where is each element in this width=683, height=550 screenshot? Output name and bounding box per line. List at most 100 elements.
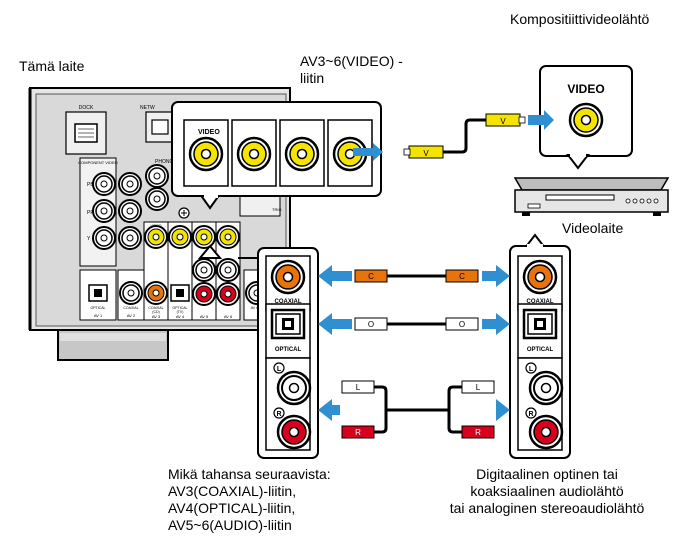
digital-output-line3: tai analoginen stereoaudiolähtö	[449, 500, 645, 516]
digital-output-line1: Digitaalinen optinen tai	[476, 466, 618, 482]
left-coaxial-jack	[270, 259, 306, 295]
av2-jack-3	[118, 226, 142, 250]
any-of-line4: AV5~6(AUDIO)-liitin	[168, 517, 292, 533]
video-device-label: Videolaite	[562, 220, 624, 236]
right-r-jack	[528, 414, 564, 450]
y-label: Y	[87, 236, 91, 242]
pb-label: PB	[87, 182, 94, 188]
av6-r-jack	[216, 282, 240, 306]
av5-r-jack	[192, 282, 216, 306]
pr-label: PR	[87, 210, 94, 216]
coaxial-cable: C C	[354, 269, 479, 283]
av5-l-jack	[192, 258, 216, 282]
component-pr-jack	[92, 199, 116, 223]
video-device	[513, 177, 670, 216]
av6-l-jack	[216, 258, 240, 282]
av2-label: AV 2	[127, 313, 136, 318]
right-l-jack	[528, 370, 564, 406]
left-l-jack	[276, 370, 312, 406]
video-cable: V V	[403, 113, 526, 159]
audio-input-callout: COAXIAL OPTICAL L R	[197, 244, 319, 459]
coax-arrow-right	[482, 265, 510, 287]
right-l-label: L	[529, 366, 534, 373]
source-video-label: VIDEO	[567, 82, 604, 96]
callout-av5-video-jack	[284, 136, 320, 172]
network-label: NETW	[140, 105, 155, 111]
video-jack-callout: VIDEO	[171, 101, 382, 210]
dock-label: DOCK	[79, 105, 94, 111]
analog-arrow-right	[496, 399, 510, 421]
av5-video-jack	[192, 225, 216, 249]
video-arrow-left	[353, 143, 383, 161]
audio-output-callout: COAXIAL OPTICAL L R	[509, 233, 571, 459]
av4-optical-jack	[170, 284, 190, 302]
left-r-jack	[276, 414, 312, 450]
av4-label: AV 4	[176, 314, 185, 319]
phono-label: PHONO	[155, 159, 173, 165]
av4-tv-label: (TV)	[177, 310, 184, 314]
left-optical-label: OPTICAL	[275, 347, 302, 353]
component-y-jack	[92, 226, 116, 250]
av4-optical-label: OPTICAL	[173, 306, 188, 310]
digital-output-line2: koaksiaalinen audiolähtö	[470, 483, 624, 499]
right-coaxial-label: COAXIAL	[527, 299, 554, 305]
left-r-label: R	[276, 411, 281, 418]
plug-o-right: O	[459, 320, 465, 329]
right-coaxial-jack	[522, 259, 558, 295]
left-optical-jack	[270, 308, 306, 340]
coax-arrow-left	[318, 265, 352, 287]
plug-c-left: C	[368, 272, 374, 281]
optical-cable: O O	[354, 317, 479, 331]
av2-jack-2	[118, 199, 142, 223]
av3-coax-label: COAXIAL	[148, 306, 163, 310]
component-label: COMPONENT VIDEO	[78, 160, 118, 165]
analog-arrow-left	[318, 399, 340, 421]
av1-optical-label: OPTICAL	[91, 306, 106, 310]
this-device-label: Tämä laite	[19, 58, 85, 74]
signal-arrows	[318, 265, 510, 421]
callout-av3-video-jack	[188, 136, 224, 172]
av5-label: AV 5	[200, 314, 209, 319]
plug-v-right: V	[500, 117, 506, 126]
composite-video-output-callout: VIDEO	[539, 65, 633, 170]
av1-optical-jack	[88, 284, 108, 302]
stereo-audio-cable: L R L R	[341, 380, 495, 439]
plug-l-right: L	[476, 383, 481, 392]
phono-l-jack	[145, 164, 169, 188]
any-of-line1: Mikä tahansa seuraavista:	[168, 466, 331, 482]
av-video-jack-label-line1: AV3~6(VIDEO) -	[300, 53, 403, 69]
plug-r-left: R	[355, 428, 361, 437]
callout-av4-video-jack	[236, 136, 272, 172]
source-video-jack	[568, 102, 604, 138]
trig-label: TRIG	[272, 207, 282, 212]
av3-label: AV 3	[152, 314, 161, 319]
left-l-label: L	[277, 366, 282, 373]
phono-r-jack	[145, 187, 169, 211]
right-optical-jack	[522, 308, 558, 340]
left-coaxial-label: COAXIAL	[275, 299, 302, 305]
optical-arrow-left	[318, 313, 352, 335]
any-of-line2: AV3(COAXIAL)-liitin,	[168, 483, 297, 499]
av3-video-jack	[144, 225, 168, 249]
composite-output-label: Kompositiittivideolähtö	[510, 11, 650, 27]
callout-video-label: VIDEO	[198, 129, 220, 136]
any-of-line3: AV4(OPTICAL)-liitin,	[168, 500, 296, 516]
plug-c-right: C	[459, 272, 465, 281]
plug-l-left: L	[356, 383, 361, 392]
av6-video-jack	[216, 225, 240, 249]
av2-coax-jack	[119, 281, 143, 305]
av-video-jack-label-line2: liitin	[300, 70, 325, 86]
plug-o-left: O	[368, 320, 374, 329]
av4-video-jack	[168, 225, 192, 249]
right-optical-label: OPTICAL	[527, 347, 554, 353]
optical-arrow-right	[482, 313, 510, 335]
plug-r-right: R	[475, 428, 481, 437]
av1-label: AV 1	[94, 313, 103, 318]
video-arrow-right	[528, 110, 554, 130]
av2-coax-label: COAXIAL	[123, 306, 138, 310]
component-pb-jack	[92, 172, 116, 196]
av3-cd-label: (CD)	[152, 310, 159, 314]
av3-coax-jack	[144, 281, 168, 305]
plug-v-left: V	[423, 149, 429, 158]
